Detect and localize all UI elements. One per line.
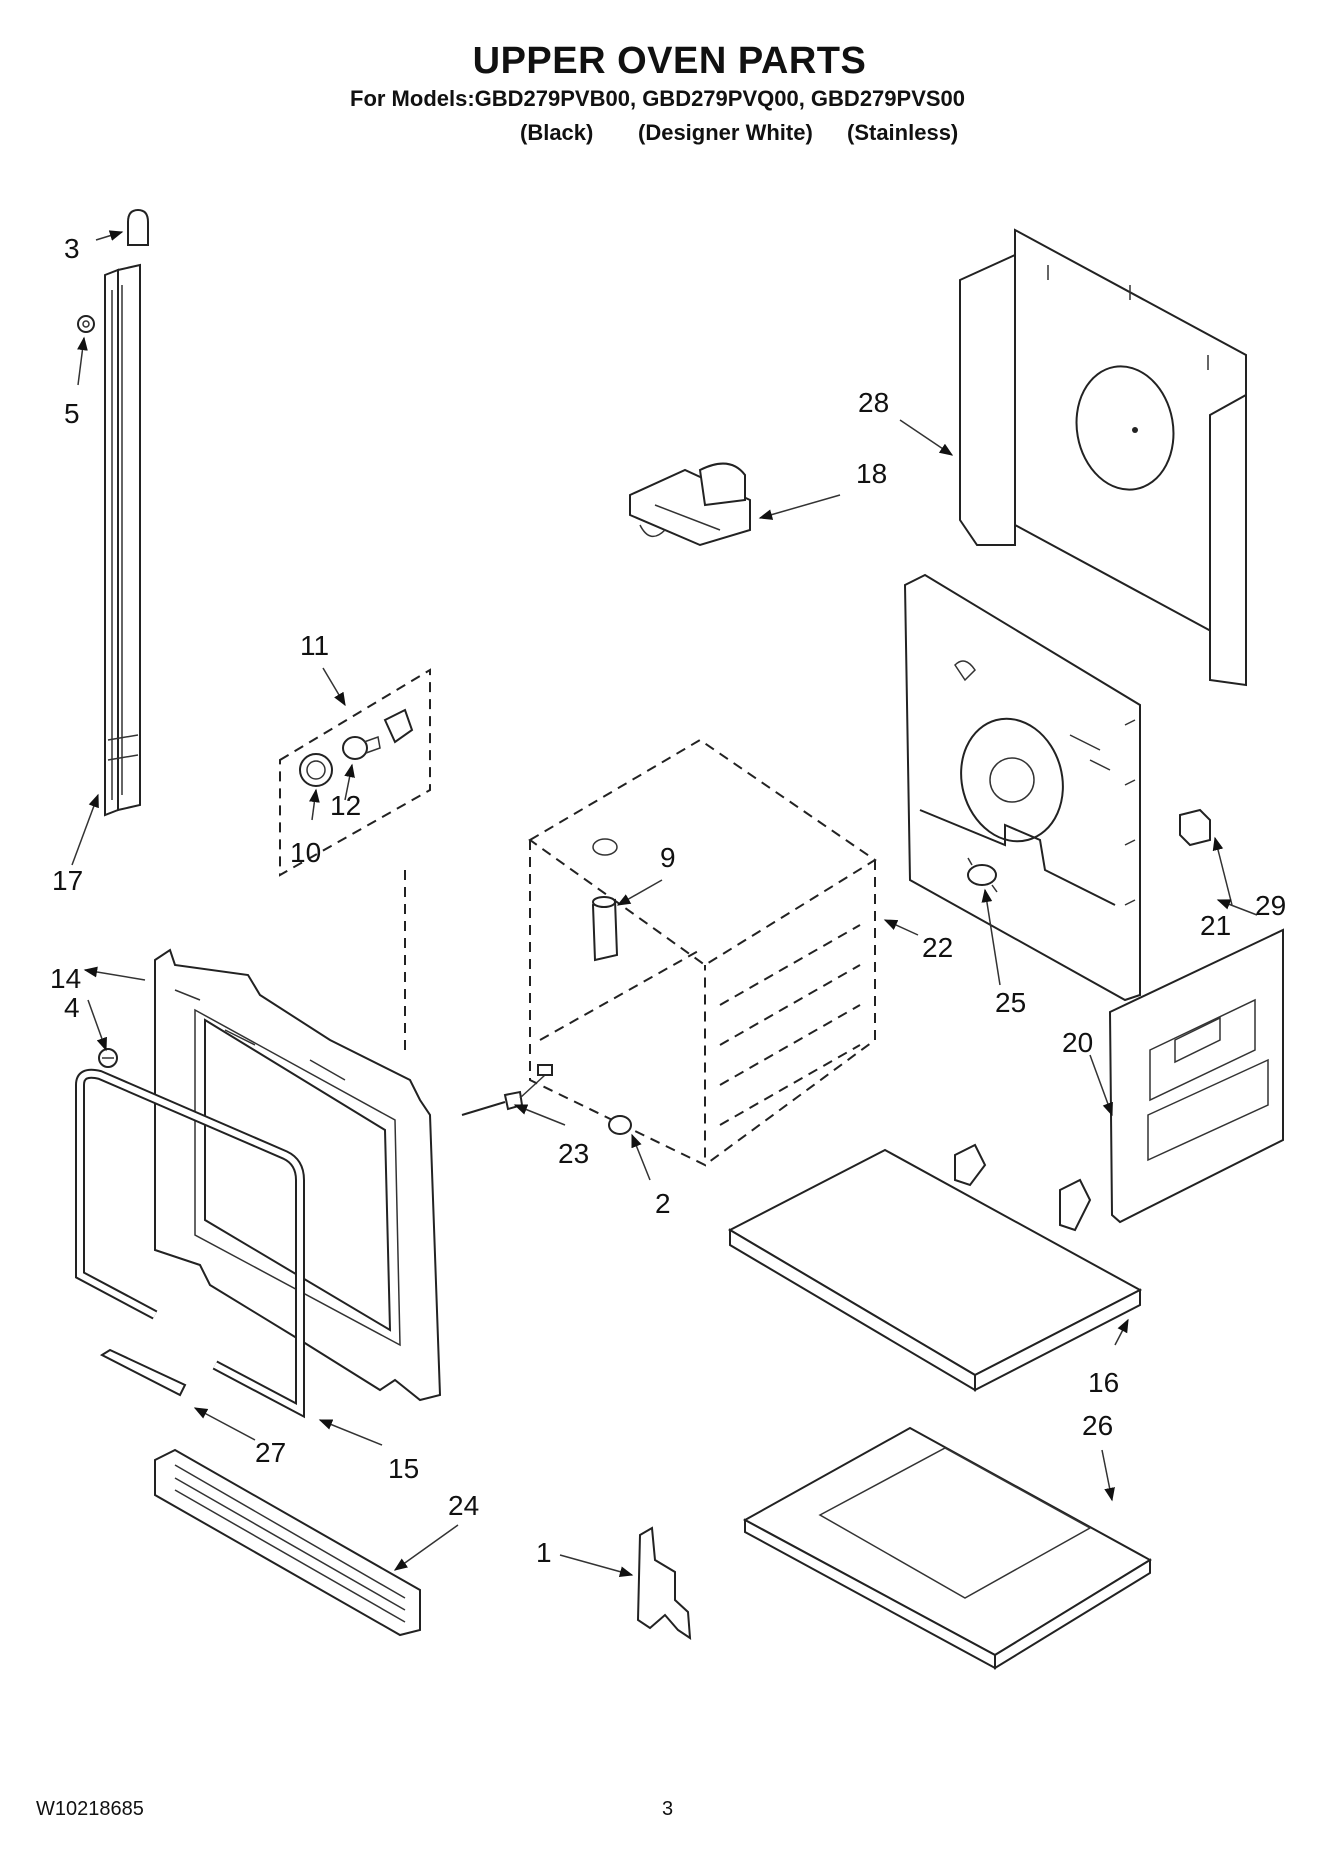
variant-stainless: (Stainless) [847,120,959,145]
part-5-bumper [77,315,95,333]
callout-10: 10 [290,837,321,868]
variant-black: (Black) [520,120,594,145]
callout-18: 18 [856,458,887,489]
callout-12: 12 [330,790,361,821]
part-21-cavity-back [903,573,1141,1002]
part-18-fan-motor [629,462,751,547]
callout-14: 14 [50,963,81,994]
variant-designer-white: (Designer White) [638,120,813,145]
callout-29: 29 [1255,890,1286,921]
part-26-bottom-tray [742,1426,1152,1670]
callout-24: 24 [448,1490,479,1521]
callout-5: 5 [64,398,80,429]
callout-15: 15 [388,1453,419,1484]
part-1-bracket [636,1526,692,1640]
part-25-sensor [967,857,998,893]
doc-number: W10218685 [36,1798,144,1820]
callout-23: 23 [558,1138,589,1169]
part-11-knob-group [279,668,431,1050]
part-20-side-panel [1108,928,1284,1224]
part-3-tab [127,208,149,246]
part-23-probe [461,1064,553,1116]
callout-9: 9 [660,842,676,873]
callout-21: 21 [1200,910,1231,941]
callout-11: 11 [300,630,329,661]
part-9-light [591,896,619,962]
page-number: 3 [662,1798,674,1820]
callout-1: 1 [536,1537,552,1568]
part-17-side-trim [104,263,141,817]
callout-26: 26 [1082,1410,1113,1441]
callout-4: 4 [64,992,80,1023]
part-2-plug [608,1115,632,1135]
part-28-back-panel [959,228,1247,687]
part-24-vent-grille [154,1448,421,1637]
callout-17: 17 [52,865,83,896]
callout-25: 25 [995,987,1026,1018]
leader-arrows [71,230,1258,1577]
callout-28: 28 [858,387,889,418]
models-line: For Models:GBD279PVB00, GBD279PVQ00, GBD… [350,86,966,111]
part-16-heat-shield [727,1143,1143,1392]
part-22-oven-cavity [528,738,877,1167]
callout-22: 22 [922,932,953,963]
callout-16: 16 [1088,1367,1119,1398]
callout-3: 3 [64,233,80,264]
part-29-bracket [1179,808,1211,847]
callout-20: 20 [1062,1027,1093,1058]
callout-27: 27 [255,1437,286,1468]
callout-2: 2 [655,1188,671,1219]
part-27-clip [99,1348,187,1397]
page-title: UPPER OVEN PARTS [472,40,867,82]
part-15-gasket [75,1068,305,1419]
part-4-screw [98,1048,118,1068]
